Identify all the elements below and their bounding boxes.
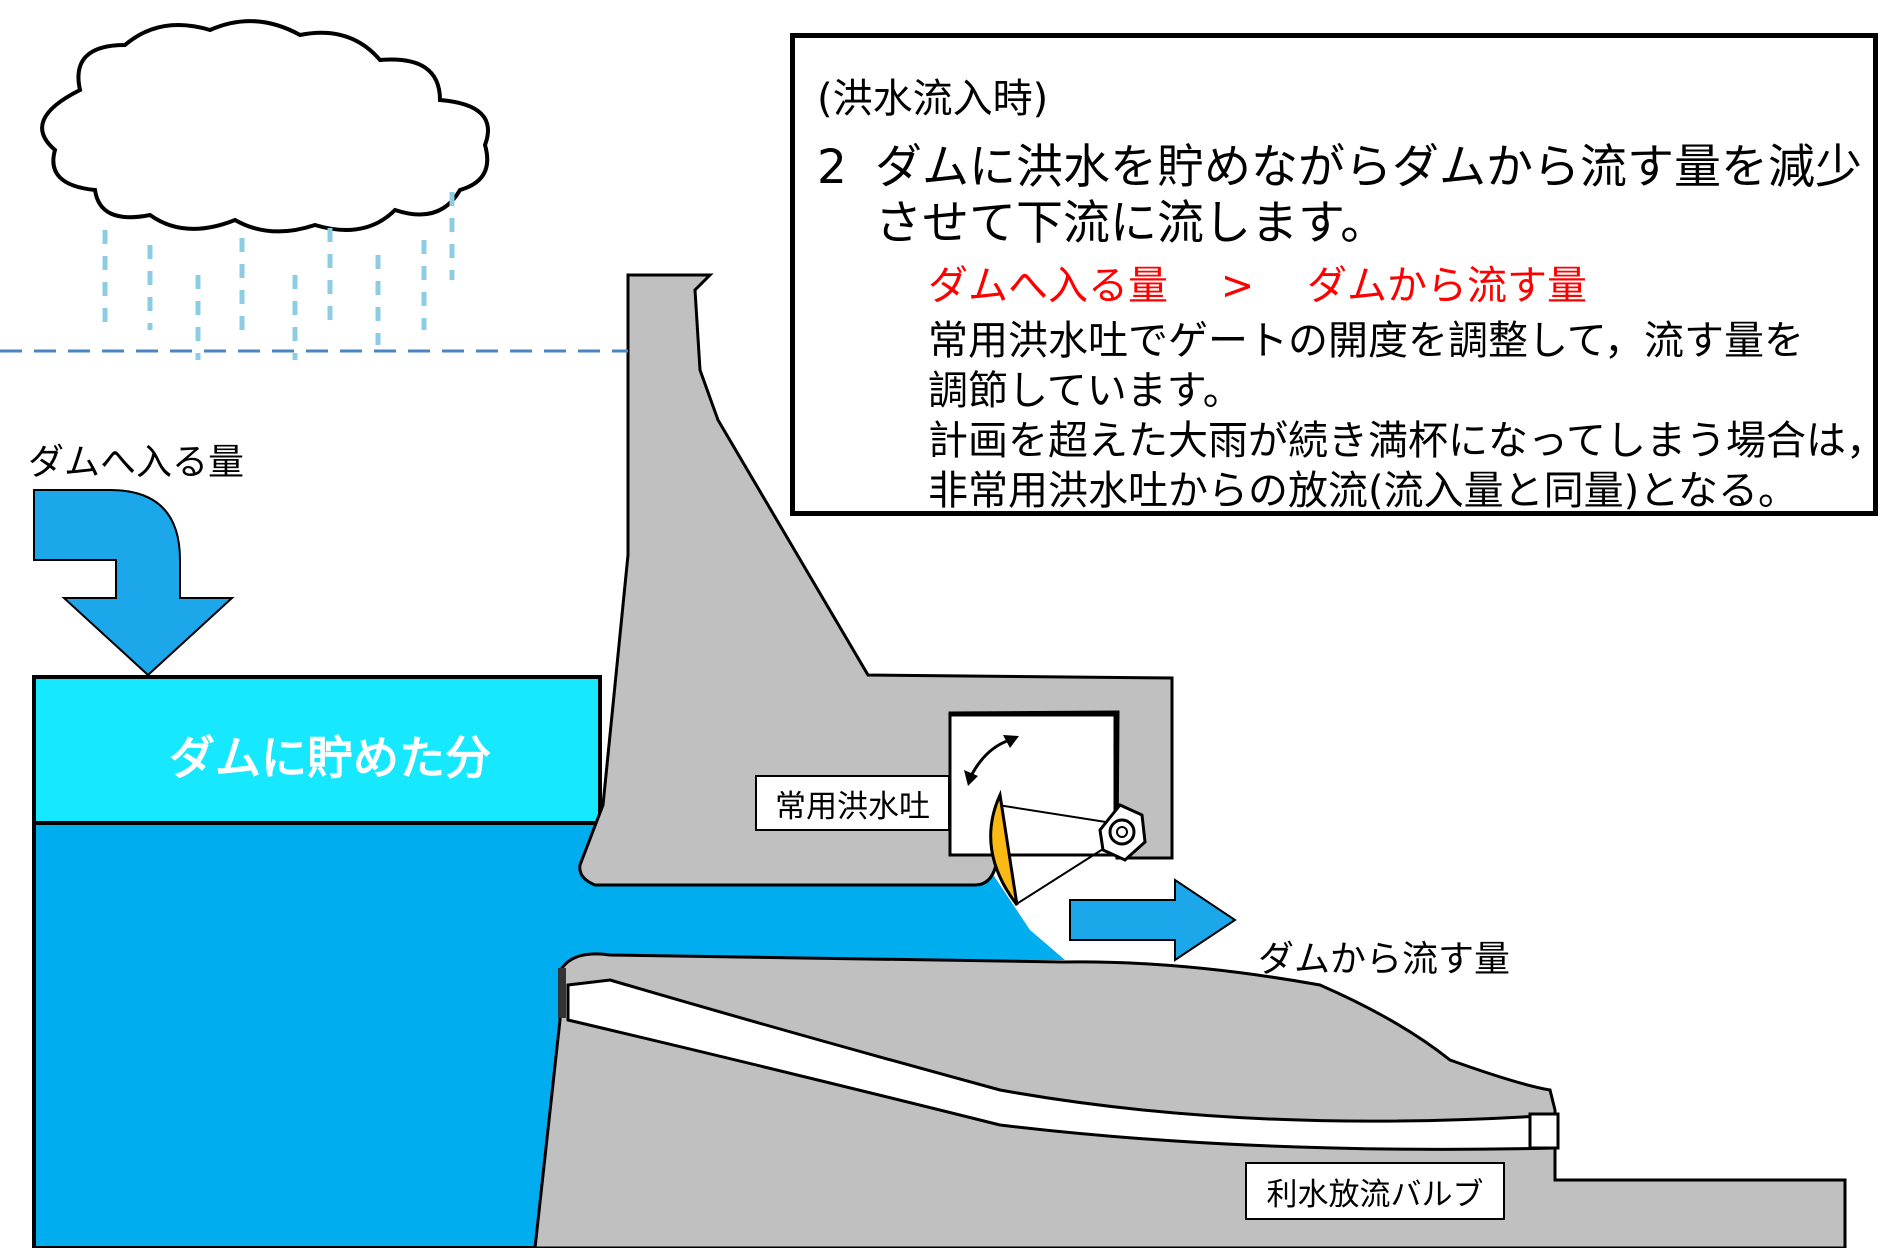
- stored-label: ダムに貯めた分: [169, 731, 491, 785]
- valve-gate: [1528, 1112, 1560, 1150]
- outflow-label: ダムから流す量: [1258, 939, 1511, 980]
- info-item-text-2: させて下流に流します。: [875, 196, 1388, 251]
- info-item-line-1: 2 ダムに洪水を貯めながらダムから流す量を減少: [817, 128, 1862, 197]
- inflow-label: ダムへ入る量: [28, 442, 245, 483]
- info-item-number: 2: [817, 140, 847, 195]
- spillway-water: [585, 870, 1065, 960]
- info-body-1: 常用洪水吐でゲートの開度を調整して，流す量を: [928, 318, 1804, 364]
- info-body-2: 調節しています。: [928, 368, 1243, 414]
- gate-chamber: [948, 713, 1117, 857]
- gate-opening-arrow: [968, 738, 1011, 779]
- gate-arrow-head-b: [1003, 735, 1019, 748]
- info-box: (洪水流入時) 2 ダムに洪水を貯めながらダムから流す量を減少 させて下流に流しま…: [790, 33, 1883, 516]
- info-item-text-1: ダムに洪水を貯めながらダムから流す量を減少: [875, 140, 1862, 195]
- reservoir-water: [32, 821, 602, 1248]
- inflow-arrow: [33, 489, 235, 677]
- info-comparison: ダムへ入る量 > ダムから流す量: [928, 263, 1587, 309]
- dam-lower-body: [533, 952, 1847, 1248]
- intake-wall: [558, 968, 566, 1018]
- gate-pivot: [1098, 803, 1147, 862]
- outflow-arrow: [1069, 878, 1237, 962]
- rain-icon: [102, 192, 455, 360]
- info-body-4: 非常用洪水吐からの放流(流入量と同量)となる。: [928, 468, 1799, 514]
- info-heading: (洪水流入時): [817, 76, 1049, 122]
- dam-upper-body: [578, 273, 1174, 887]
- stored-water: [32, 675, 602, 825]
- cloud-icon: [40, 19, 490, 234]
- radial-gate: [989, 789, 1019, 906]
- info-body-3: 計画を超えた大雨が続き満杯になってしまう場合は，: [928, 418, 1883, 464]
- valve-label: 利水放流バルブ: [1245, 1162, 1505, 1220]
- gate-arrow-head-a: [964, 770, 978, 786]
- gate-arm-top: [997, 804, 1126, 826]
- spillway-label: 常用洪水吐: [755, 775, 950, 831]
